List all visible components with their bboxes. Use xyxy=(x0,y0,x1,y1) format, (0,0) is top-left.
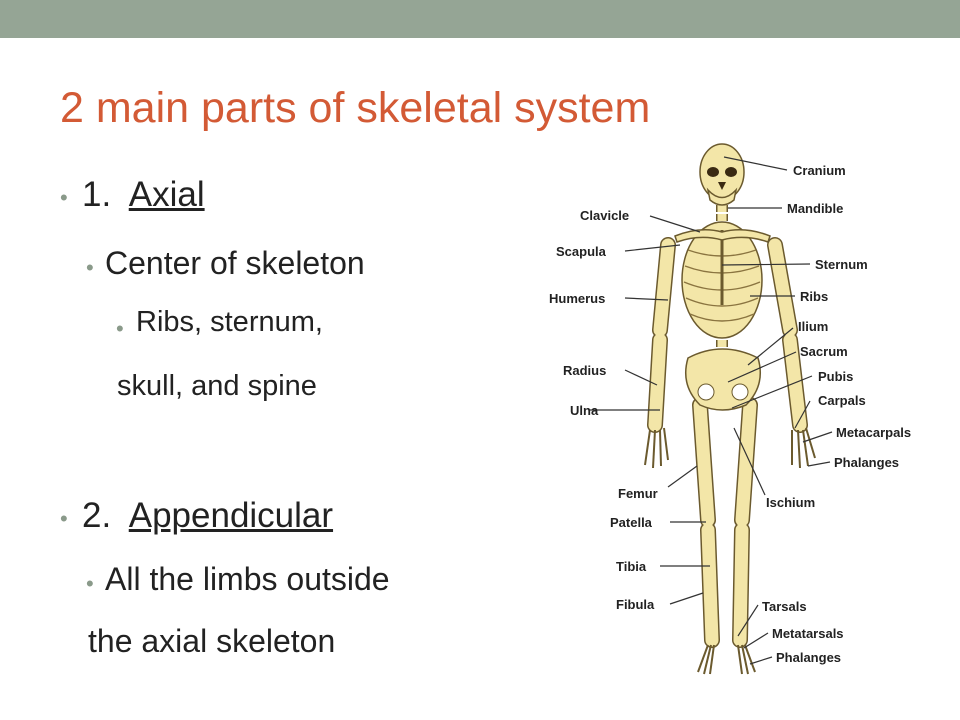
label-patella: Patella xyxy=(610,515,653,530)
label-ribs: Ribs xyxy=(800,289,828,304)
skeleton-illustration xyxy=(644,143,816,675)
label-sacrum: Sacrum xyxy=(800,344,848,359)
label-scapula: Scapula xyxy=(556,244,607,259)
appendicular-subpoint-line2: the axial skeleton xyxy=(88,623,336,659)
label-metatarsals: Metatarsals xyxy=(772,626,844,641)
appendicular-subpoint-line1: All the limbs outside xyxy=(105,561,390,597)
label-sternum: Sternum xyxy=(815,257,868,272)
label-humerus: Humerus xyxy=(549,291,605,306)
bullet-number: 1. xyxy=(82,175,112,214)
label-tibia: Tibia xyxy=(616,559,647,574)
bullet-axial: 1. Axial xyxy=(82,175,205,215)
axial-detail-line2: skull, and spine xyxy=(117,370,317,402)
bullet-heading-axial: Axial xyxy=(128,175,205,214)
label-cranium: Cranium xyxy=(793,163,846,178)
label-ulna: Ulna xyxy=(570,403,599,418)
bullet-dot: • xyxy=(60,185,68,210)
label-phalanges-hand: Phalanges xyxy=(834,455,899,470)
axial-detail-line1: Ribs, sternum, xyxy=(136,306,323,338)
label-clavicle: Clavicle xyxy=(580,208,629,223)
label-ilium: Ilium xyxy=(798,319,828,334)
skeleton-diagram: Cranium Mandible Clavicle Scapula Sternu… xyxy=(549,143,911,675)
label-carpals: Carpals xyxy=(818,393,866,408)
label-pubis: Pubis xyxy=(818,369,853,384)
bullet-number: 2. xyxy=(82,496,112,535)
axial-subpoint: Center of skeleton xyxy=(105,245,365,281)
bullet-dot: • xyxy=(86,571,94,596)
label-mandible: Mandible xyxy=(787,201,843,216)
label-ischium: Ischium xyxy=(766,495,815,510)
bullet-heading-appendicular: Appendicular xyxy=(128,496,334,535)
label-femur: Femur xyxy=(618,486,658,501)
leader-lines xyxy=(590,156,833,665)
top-accent-bar xyxy=(0,0,960,38)
bullet-appendicular: 2. Appendicular xyxy=(82,496,333,536)
label-metacarpals: Metacarpals xyxy=(836,425,911,440)
label-tarsals: Tarsals xyxy=(762,599,807,614)
label-fibula: Fibula xyxy=(616,597,655,612)
bullet-dot: • xyxy=(60,506,68,531)
label-phalanges-foot: Phalanges xyxy=(776,650,841,665)
label-radius: Radius xyxy=(563,363,606,378)
bullet-dot: • xyxy=(116,316,124,341)
bullet-dot: • xyxy=(86,255,94,280)
slide-title: 2 main parts of skeletal system xyxy=(60,84,651,132)
